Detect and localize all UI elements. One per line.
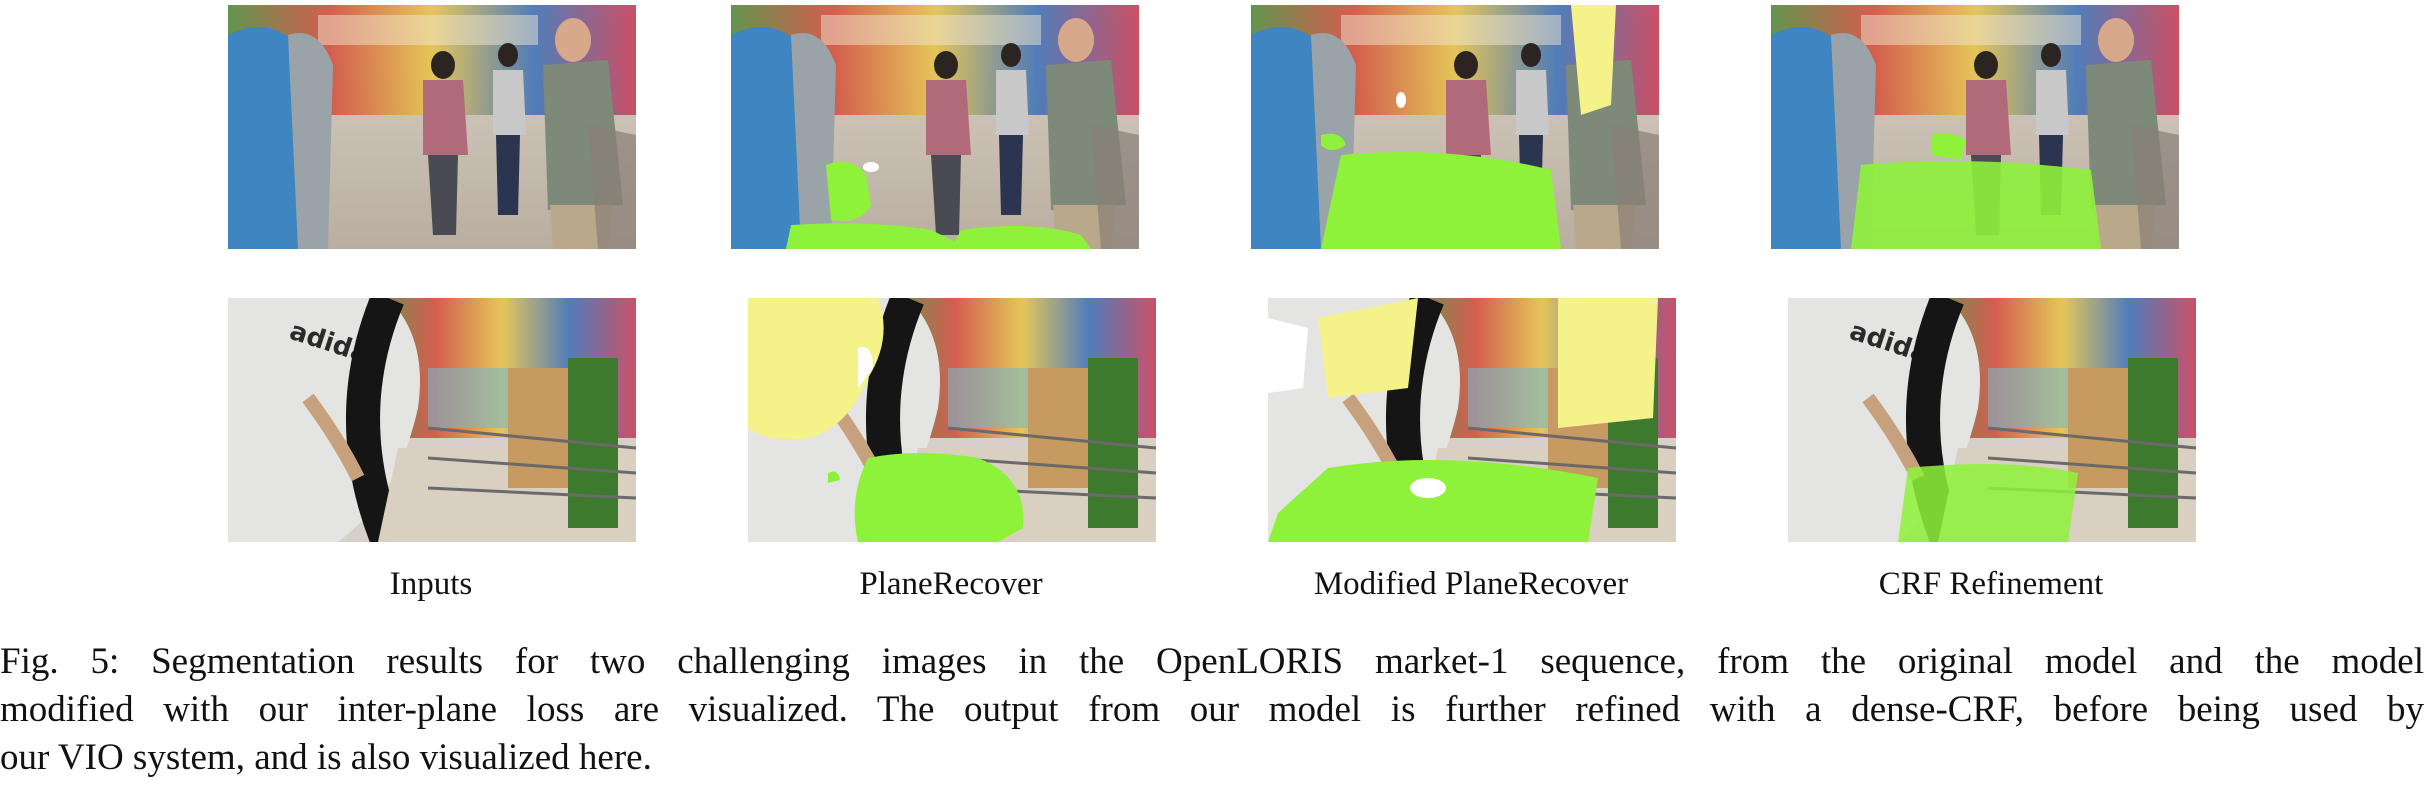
column-label-crf-refinement: CRF Refinement	[1878, 566, 2104, 602]
crf-refinement-result-2	[1788, 298, 2196, 542]
modified-planerecover-result-2	[1268, 298, 1676, 542]
planerecover-result-1	[731, 5, 1139, 249]
figure-caption: Fig. 5: Segmentation results for two cha…	[0, 638, 2424, 782]
crf-refinement-result-1	[1771, 5, 2179, 249]
column-label-modified-planerecover: Modified PlaneRecover	[1313, 566, 1629, 602]
column-label-inputs: Inputs	[389, 566, 473, 602]
caption-line-3: our VIO system, and is also visualized h…	[0, 737, 652, 778]
caption-line-1: Fig. 5: Segmentation results for two cha…	[0, 641, 2424, 682]
input-image-2	[228, 298, 636, 542]
input-image-1	[228, 5, 636, 249]
modified-planerecover-result-1	[1251, 5, 1659, 249]
column-label-planerecover: PlaneRecover	[859, 566, 1043, 602]
caption-line-2: modified with our inter-plane loss are v…	[0, 689, 2424, 730]
planerecover-result-2	[748, 298, 1156, 542]
